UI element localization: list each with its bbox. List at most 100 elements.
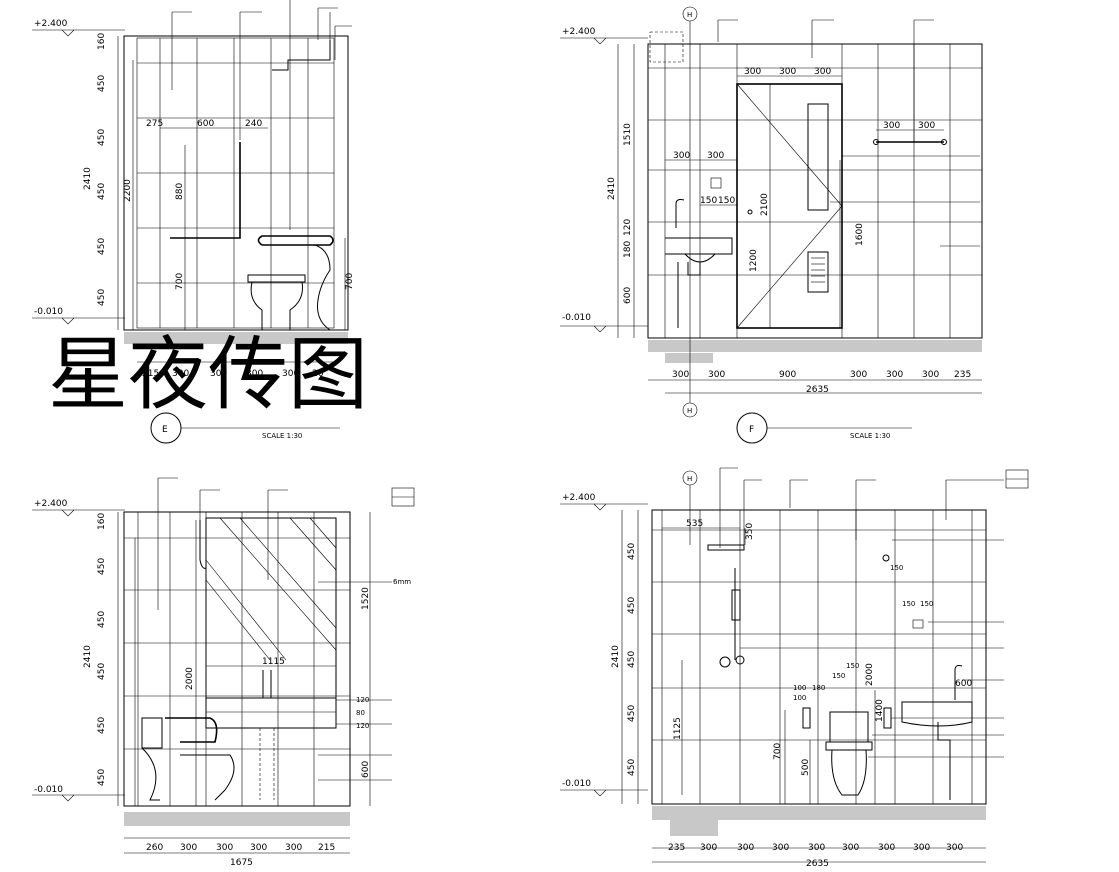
dim-g-l0: 160 bbox=[97, 513, 107, 530]
dim-f-sm0: 150 bbox=[700, 196, 717, 206]
dim-e-m2: 240 bbox=[245, 119, 262, 129]
dim-g-b3: 300 bbox=[250, 843, 267, 853]
dim-f-t1: 300 bbox=[779, 67, 796, 77]
wall-frame-g bbox=[123, 511, 351, 807]
dim-h-s0: 150 bbox=[902, 600, 915, 608]
dim-h-b5: 300 bbox=[842, 843, 859, 853]
elevation-g: +2.400 -0.010 bbox=[32, 477, 415, 868]
wall-frame-h bbox=[651, 509, 987, 805]
level-top-g: +2.400 bbox=[34, 499, 68, 509]
dim-g-basin: 1115 bbox=[262, 657, 285, 667]
dim-g-v1: 1520 bbox=[361, 587, 371, 610]
dim-g-b5: 215 bbox=[318, 843, 335, 853]
dim-h-b1: 300 bbox=[700, 843, 717, 853]
dim-h-v2: 500 bbox=[801, 759, 811, 776]
dim-h-v4: 1400 bbox=[875, 699, 885, 722]
dim-h-l0: 450 bbox=[627, 543, 637, 560]
dim-f-b5: 300 bbox=[922, 370, 939, 380]
dim-e-b3: 300 bbox=[246, 369, 263, 379]
marker-label-e: E bbox=[162, 425, 168, 435]
dim-e-b5: 26 bbox=[312, 369, 324, 379]
axis-top-f: H bbox=[687, 11, 692, 19]
dim-e-l0: 160 bbox=[97, 33, 107, 50]
dim-f-sm1: 150 bbox=[718, 196, 735, 206]
axis-bottom-f: H bbox=[687, 407, 692, 415]
dim-h-l1: 450 bbox=[627, 597, 637, 614]
dim-f-t0: 300 bbox=[744, 67, 761, 77]
dim-h-s2: 150 bbox=[846, 662, 859, 670]
scale-f: SCALE 1:30 bbox=[850, 432, 890, 440]
dim-h-s1: 150 bbox=[920, 600, 933, 608]
dim-f-b2: 900 bbox=[779, 370, 796, 380]
dim-f-l1: 180 bbox=[623, 241, 633, 258]
elevation-e: +2.400 -0.010 bbox=[32, 0, 355, 444]
dim-g-b4: 300 bbox=[285, 843, 302, 853]
level-bottom-e: -0.010 bbox=[34, 307, 63, 317]
label-mirror-g: 6mm bbox=[393, 578, 411, 586]
dim-e-m0: 275 bbox=[146, 119, 163, 129]
dim-h-v3: 2000 bbox=[865, 663, 875, 686]
dim-h-s7: 100 bbox=[793, 694, 806, 702]
dim-g-b2: 300 bbox=[216, 843, 233, 853]
dim-g-l5: 450 bbox=[97, 769, 107, 786]
level-bottom-g: -0.010 bbox=[34, 785, 63, 795]
scale-e: SCALE 1:30 bbox=[262, 432, 302, 440]
dim-g-v5: 120 bbox=[356, 722, 369, 730]
dim-f-r1: 300 bbox=[918, 121, 935, 131]
dim-e-inner: 2200 bbox=[123, 179, 133, 202]
wall-frame-e bbox=[123, 35, 349, 331]
dim-f-total-b: 2635 bbox=[806, 385, 829, 395]
wall-frame-f bbox=[647, 43, 983, 339]
dim-f-s1: 300 bbox=[707, 151, 724, 161]
dim-g-b1: 300 bbox=[180, 843, 197, 853]
dim-e-l2: 450 bbox=[97, 129, 107, 146]
dim-e-l3: 450 bbox=[97, 183, 107, 200]
level-bottom-f: -0.010 bbox=[562, 313, 591, 323]
watermark: 星夜传图 bbox=[48, 328, 368, 421]
dim-h-s6: 150 bbox=[890, 564, 903, 572]
dim-f-b1: 300 bbox=[708, 370, 725, 380]
level-top-f: +2.400 bbox=[562, 27, 596, 37]
level-bottom-h: -0.010 bbox=[562, 779, 591, 789]
dim-h-b3: 300 bbox=[772, 843, 789, 853]
dim-h-b8: 300 bbox=[946, 843, 963, 853]
dim-h-b7: 300 bbox=[913, 843, 930, 853]
dim-f-l3: 600 bbox=[623, 287, 633, 304]
elevation-f: +2.400 -0.010 bbox=[560, 6, 983, 444]
dim-f-s0: 300 bbox=[673, 151, 690, 161]
dim-g-l4: 450 bbox=[97, 717, 107, 734]
level-top-h: +2.400 bbox=[562, 493, 596, 503]
dim-h-s4: 100 bbox=[793, 684, 806, 692]
dim-h-total: 2410 bbox=[611, 645, 621, 668]
dim-h-l4: 450 bbox=[627, 759, 637, 776]
dim-e-l5: 450 bbox=[97, 289, 107, 306]
dim-e-v2: 700 bbox=[345, 273, 355, 290]
dim-h-b0: 235 bbox=[668, 843, 685, 853]
dim-f-v1: 1200 bbox=[749, 249, 759, 272]
dim-h-s5: 180 bbox=[812, 684, 825, 692]
dim-f-b0: 300 bbox=[672, 370, 689, 380]
dim-h-t1: 350 bbox=[745, 523, 755, 540]
dim-f-r0: 300 bbox=[883, 121, 900, 131]
dim-e-b0: 215 bbox=[142, 369, 159, 379]
dim-e-m1: 600 bbox=[197, 119, 214, 129]
dim-f-v2: 1600 bbox=[855, 223, 865, 246]
dim-e-v0: 880 bbox=[175, 183, 185, 200]
dim-g-total: 2410 bbox=[83, 645, 93, 668]
dim-g-v0: 2000 bbox=[185, 667, 195, 690]
dim-f-b4: 300 bbox=[886, 370, 903, 380]
dim-h-b6: 300 bbox=[878, 843, 895, 853]
dim-e-b2: 300 bbox=[210, 369, 227, 379]
dim-e-total: 2410 bbox=[83, 167, 93, 190]
dim-e-b4: 300 bbox=[282, 369, 299, 379]
dim-e-v1: 700 bbox=[175, 273, 185, 290]
dim-h-v1: 700 bbox=[773, 743, 783, 760]
dim-f-v0: 2100 bbox=[760, 193, 770, 216]
dim-f-t2: 300 bbox=[814, 67, 831, 77]
dim-g-l3: 450 bbox=[97, 663, 107, 680]
dim-e-l4: 450 bbox=[97, 238, 107, 255]
dim-g-l2: 450 bbox=[97, 611, 107, 628]
dim-g-v2: 600 bbox=[361, 761, 371, 778]
dim-h-v5: 600 bbox=[955, 679, 972, 689]
